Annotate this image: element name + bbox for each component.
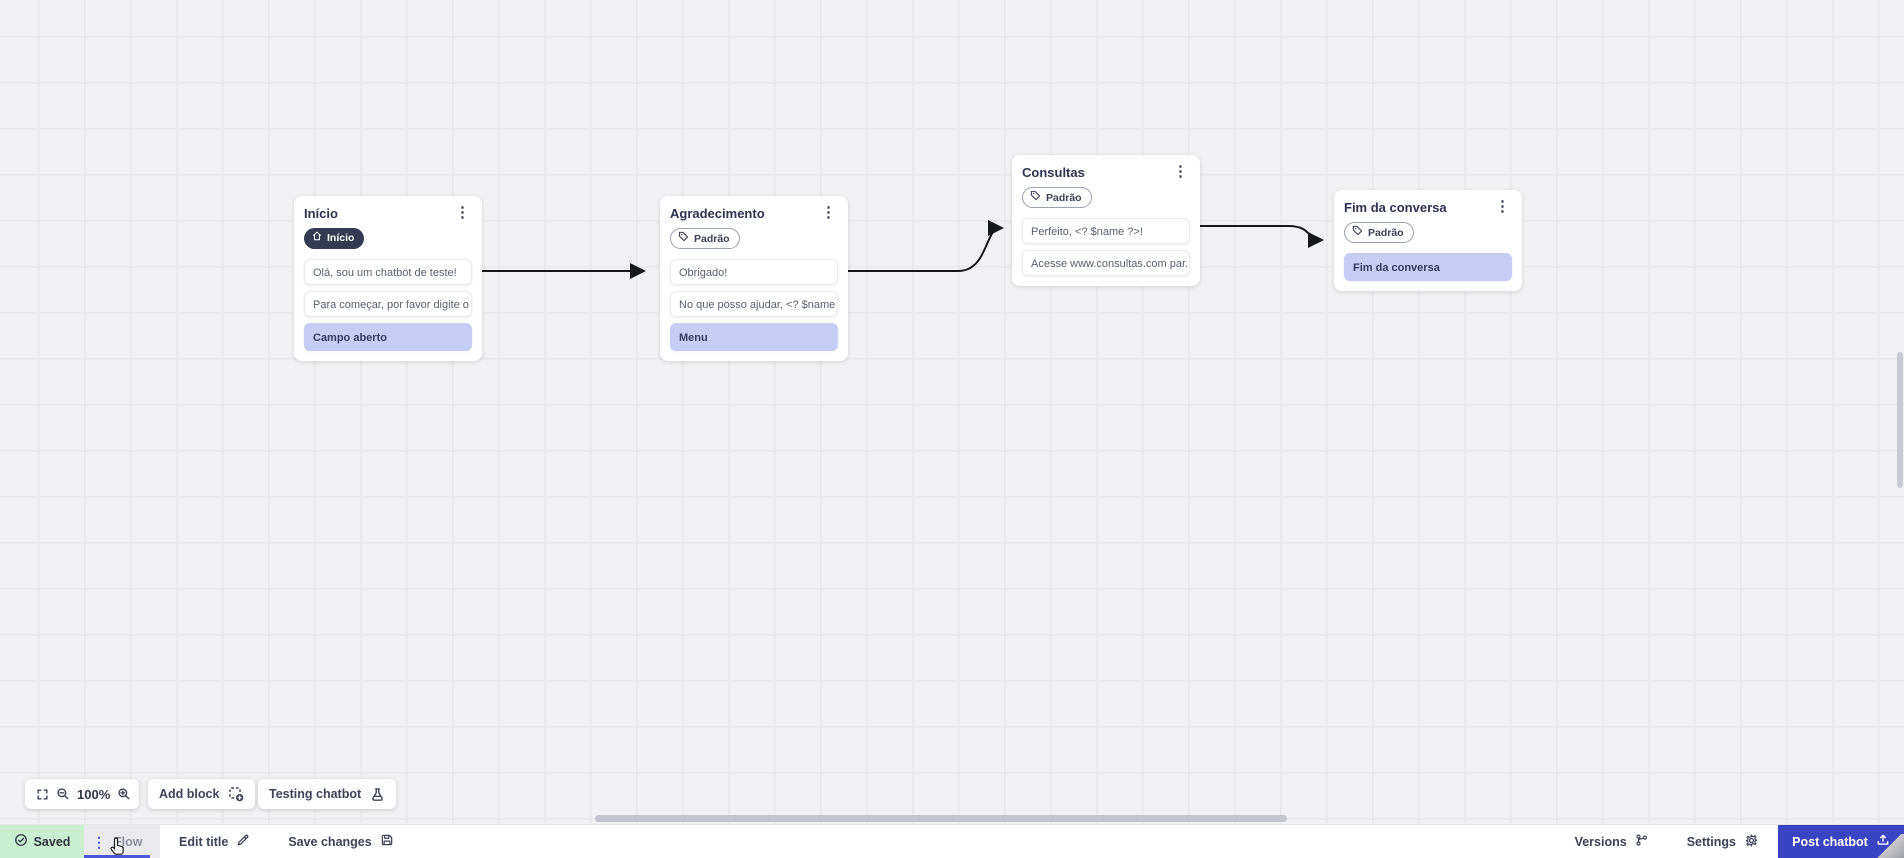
edit-title-label: Edit title xyxy=(179,834,229,849)
node-title: Consultas xyxy=(1022,165,1085,180)
save-changes-label: Save changes xyxy=(288,834,372,849)
default-badge-label: Padrão xyxy=(1368,226,1404,239)
horizontal-scrollbar[interactable] xyxy=(595,815,1287,822)
vertical-scrollbar[interactable] xyxy=(1897,352,1903,488)
statusbar-spacer xyxy=(413,825,1556,858)
message-block[interactable]: No que posso ajudar, <? $name ... xyxy=(670,291,838,317)
node-menu-icon[interactable]: ⋮ xyxy=(1173,163,1188,180)
settings-button[interactable]: Settings xyxy=(1668,825,1778,858)
input-block[interactable]: Menu xyxy=(670,323,838,351)
default-badge-label: Padrão xyxy=(694,232,730,245)
zoom-in-icon[interactable] xyxy=(117,787,131,801)
add-block-label: Add block xyxy=(159,787,220,801)
testing-chatbot-label: Testing chatbot xyxy=(269,787,362,801)
default-badge-label: Padrão xyxy=(1046,191,1082,204)
add-block-icon xyxy=(228,786,244,802)
add-block-button[interactable]: Add block xyxy=(148,779,256,809)
input-block[interactable]: Campo aberto xyxy=(304,323,472,351)
node-title: Agradecimento xyxy=(670,206,765,221)
settings-label: Settings xyxy=(1686,834,1736,849)
screen-corner-fold xyxy=(1876,834,1904,858)
versions-label: Versions xyxy=(1574,834,1627,849)
node-title: Fim da conversa xyxy=(1344,200,1447,215)
home-icon xyxy=(312,231,322,245)
flow-tab-label: Flow xyxy=(114,834,143,849)
message-block[interactable]: Olá, sou um chatbot de teste! xyxy=(304,259,472,285)
node-consultas[interactable]: Consultas ⋮ Padrão Perfeito, <? $name ?>… xyxy=(1012,155,1200,286)
zoom-out-icon[interactable] xyxy=(56,787,70,801)
status-bar: Saved ⋮ Flow Edit title Save changes Ver… xyxy=(0,824,1904,858)
tab-flow[interactable]: ⋮ Flow xyxy=(84,825,160,858)
drag-handle-icon[interactable]: ⋮ xyxy=(92,833,106,850)
tag-icon xyxy=(1352,225,1363,240)
pencil-icon xyxy=(236,833,250,850)
default-badge: Padrão xyxy=(1022,187,1092,208)
testing-chatbot-button[interactable]: Testing chatbot xyxy=(258,779,397,809)
tag-icon xyxy=(678,231,689,246)
gear-icon xyxy=(1744,833,1759,851)
node-title: Início xyxy=(304,206,338,221)
node-agradecimento[interactable]: Agradecimento ⋮ Padrão Obrigado! No que … xyxy=(660,196,848,361)
fullscreen-icon[interactable] xyxy=(36,788,49,801)
zoom-toolbar: 100% xyxy=(25,779,139,809)
start-badge: Início xyxy=(304,228,365,249)
save-changes-button[interactable]: Save changes xyxy=(269,825,412,858)
tag-icon xyxy=(1030,190,1041,205)
saved-label: Saved xyxy=(33,834,71,849)
zoom-level: 100% xyxy=(77,786,111,802)
message-block[interactable]: Obrigado! xyxy=(670,259,838,285)
message-block[interactable]: Para começar, por favor digite o ... xyxy=(304,291,472,317)
start-badge-label: Início xyxy=(327,231,355,244)
end-block[interactable]: Fim da conversa xyxy=(1344,253,1512,281)
post-chatbot-label: Post chatbot xyxy=(1792,834,1868,849)
node-menu-icon[interactable]: ⋮ xyxy=(821,204,836,221)
check-circle-icon xyxy=(14,833,28,850)
node-menu-icon[interactable]: ⋮ xyxy=(455,204,470,221)
default-badge: Padrão xyxy=(1344,222,1414,243)
git-branch-icon xyxy=(1635,833,1649,850)
saved-status-badge: Saved xyxy=(0,825,84,858)
edit-title-button[interactable]: Edit title xyxy=(160,825,269,858)
message-block[interactable]: Acesse www.consultas.com par... xyxy=(1022,250,1190,276)
node-menu-icon[interactable]: ⋮ xyxy=(1495,198,1510,215)
message-block[interactable]: Perfeito, <? $name ?>! xyxy=(1022,218,1190,244)
node-inicio[interactable]: Início ⋮ Início Olá, sou um chatbot de t… xyxy=(294,196,482,361)
versions-button[interactable]: Versions xyxy=(1556,825,1668,858)
save-icon xyxy=(380,833,394,850)
flask-icon xyxy=(370,787,385,802)
default-badge: Padrão xyxy=(670,228,740,249)
node-fim-da-conversa[interactable]: Fim da conversa ⋮ Padrão Fim da conversa xyxy=(1334,190,1522,291)
